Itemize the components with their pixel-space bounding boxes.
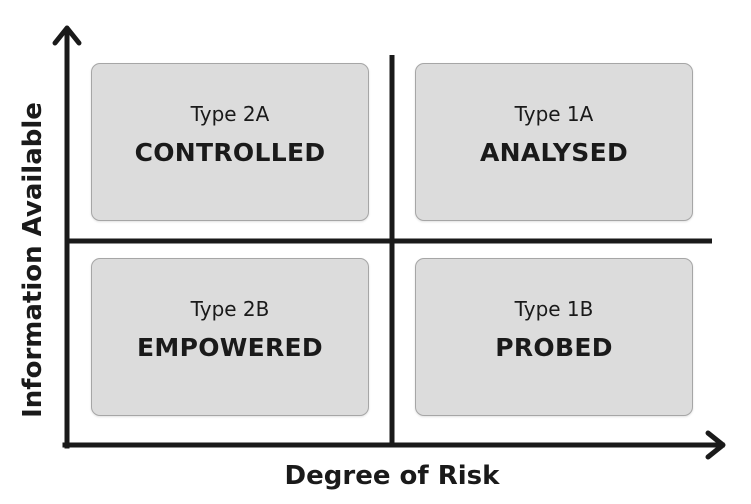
quadrant-type-2a: Type 2A CONTROLLED bbox=[91, 63, 369, 221]
quadrant-name-label: ANALYSED bbox=[480, 138, 628, 167]
x-axis-arrowhead bbox=[705, 430, 726, 460]
y-axis-arrowhead bbox=[52, 25, 82, 46]
quadrant-type-label: Type 1B bbox=[514, 297, 594, 321]
quadrant-type-label: Type 2A bbox=[190, 102, 270, 126]
quadrant-type-2b: Type 2B EMPOWERED bbox=[91, 258, 369, 416]
quadrant-name-label: EMPOWERED bbox=[137, 333, 323, 362]
quadrant-type-1b: Type 1B PROBED bbox=[415, 258, 693, 416]
quadrant-name-label: CONTROLLED bbox=[134, 138, 326, 167]
quadrant-name-label: PROBED bbox=[495, 333, 613, 362]
x-axis-label: Degree of Risk bbox=[284, 461, 500, 491]
y-axis-label: Information Available bbox=[18, 102, 48, 418]
quadrant-type-label: Type 2B bbox=[190, 297, 270, 321]
quadrant-type-1a: Type 1A ANALYSED bbox=[415, 63, 693, 221]
quadrant-type-label: Type 1A bbox=[514, 102, 594, 126]
